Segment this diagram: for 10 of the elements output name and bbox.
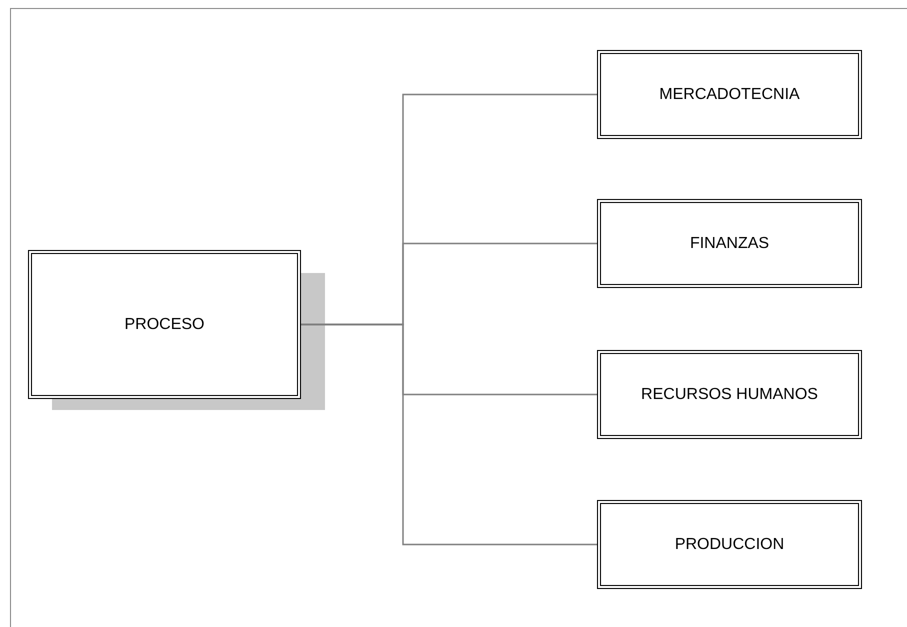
process-box <box>597 350 862 439</box>
box-label: PRODUCCION <box>674 534 784 554</box>
box-label: FINANZAS <box>690 234 770 254</box>
box-label: PROCESO <box>124 314 204 334</box>
process-box <box>28 250 301 399</box>
process-box <box>597 500 862 589</box>
box-label: MERCADOTECNIA <box>659 84 800 104</box>
process-box <box>597 50 862 139</box>
box-label: RECURSOS HUMANOS <box>641 384 818 404</box>
process-box <box>597 199 862 288</box>
